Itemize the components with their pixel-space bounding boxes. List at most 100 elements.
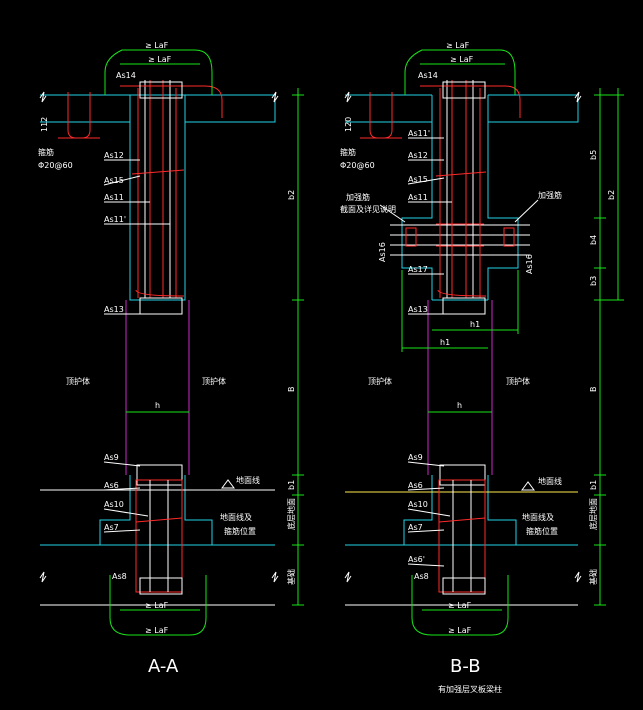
lap-outer-bottom-b: [411, 575, 509, 636]
as-label: As11': [104, 215, 126, 224]
side-note: 顶护体: [202, 376, 226, 386]
add-hook: [503, 227, 515, 247]
dim-b4: b4: [589, 235, 598, 245]
lower-stirrup-a: [136, 464, 183, 486]
as-label: As17: [408, 265, 428, 274]
bottom-cap-a: [139, 297, 183, 315]
dim-b3: b3: [589, 276, 598, 286]
slab-bottom-left-a: [40, 95, 131, 123]
lap-label: ≥ LaF: [145, 41, 169, 50]
break-mark: [271, 571, 279, 583]
break-mark: [271, 91, 279, 103]
as-label: As9: [104, 453, 119, 462]
as-label: As15: [104, 176, 124, 185]
as-label: As10: [408, 500, 428, 509]
side-note: 基础: [588, 569, 598, 585]
side-note: 顶护体: [506, 376, 530, 386]
leader-line: [407, 508, 451, 517]
dim-b2: b2: [287, 190, 296, 200]
ground-marker-a: [221, 479, 235, 489]
slab-bottom-left-b: [345, 95, 433, 123]
as-labels-a: As14 As12 As15 As11 As11' As13 As9 As6 A…: [103, 71, 170, 581]
bottom-cap-lower-a: [139, 577, 183, 595]
bottom-cap-b: [442, 297, 486, 315]
as-label: As14: [418, 71, 438, 80]
lower-stirrup-b: [439, 464, 486, 486]
tie-rebar: [131, 169, 185, 175]
add-hook: [405, 227, 417, 247]
as-label: As9: [408, 453, 423, 462]
leader-line: [103, 529, 141, 533]
dim-b1: b1: [287, 480, 296, 490]
as-label: As8: [414, 572, 429, 581]
side-note: 箍筋位置: [526, 526, 558, 536]
break-mark: [39, 571, 47, 583]
lower-right-a: [184, 475, 213, 545]
lower-left-b: [403, 475, 433, 545]
leader-line: [379, 204, 406, 223]
side-note: 顶护体: [368, 376, 392, 386]
dim-h: h: [155, 401, 160, 410]
as-label: As7: [408, 523, 423, 532]
upper-wall-a: [129, 94, 186, 301]
bottom-hook-b: [437, 289, 487, 297]
section-title-b: B-B: [450, 656, 481, 677]
as-label: As8: [112, 572, 127, 581]
stirrup-note: Φ20@60: [340, 161, 375, 170]
top-cap-a: [139, 81, 183, 99]
dim-B: B: [589, 387, 598, 393]
dim-b1: b1: [589, 480, 598, 490]
leader-line: [407, 487, 445, 491]
lap-outer-top-a: [104, 49, 213, 95]
wall-left-b: [401, 95, 433, 300]
lap-label: ≥ LaF: [450, 55, 474, 64]
side-note: 加强筋: [538, 190, 562, 200]
lap-label: ≥ LaF: [446, 41, 470, 50]
as-label: As11': [408, 129, 430, 138]
top-cap-b: [442, 81, 486, 99]
lap-outer-bottom-a: [109, 575, 207, 636]
tie-rebar: [438, 517, 486, 523]
side-note: 地面线及: [522, 512, 554, 522]
break-mark: [574, 571, 582, 583]
break-mark: [344, 571, 352, 583]
bottom-cap-lower-b: [442, 577, 486, 595]
leader-line: [103, 175, 141, 186]
break-mark: [574, 91, 582, 103]
as-label: As14: [116, 71, 136, 80]
slab-right-b: [488, 94, 579, 123]
side-note: 顶护体: [66, 376, 90, 386]
as-label: As13: [408, 305, 428, 314]
side-note: 地面线: [236, 475, 260, 485]
as-label: As11: [104, 193, 124, 202]
as-label: As7: [104, 523, 119, 532]
lap-label: ≥ LaF: [448, 626, 472, 635]
as-label: As15: [408, 175, 428, 184]
stirrup-note: 箍筋: [340, 147, 356, 157]
lower-rebar-cage-b: [438, 479, 486, 593]
stirrup-hook-b: [369, 92, 393, 139]
side-note: 基础: [286, 569, 296, 585]
lap-label: ≥ LaF: [148, 55, 172, 64]
break-mark: [39, 91, 47, 103]
stirrup-note: Φ20@60: [38, 161, 73, 170]
add-rebar: [436, 223, 484, 247]
as-label: As16: [525, 254, 534, 274]
wall-right-b: [487, 95, 519, 300]
tie-rebar: [135, 517, 183, 523]
dim-112: 112: [40, 117, 49, 132]
section-a: ≥ LaF ≥ LaF 箍筋 Φ20@60 112 ≥ LaF ≥ LaF h …: [38, 41, 304, 677]
leader-line: [407, 461, 445, 467]
lower-rebar-cage-a: [135, 479, 183, 593]
as-label: As6: [104, 481, 119, 490]
as-labels-b: As14 As11' As12 As15 As11 As16 As16 As17…: [378, 71, 534, 581]
side-note: 地面线及: [220, 512, 252, 522]
dim-120: 120: [344, 117, 353, 132]
ground-marker-b: [521, 481, 535, 491]
leader-line: [514, 199, 539, 223]
leader-line: [407, 529, 445, 533]
break-mark: [344, 91, 352, 103]
side-note: 箍筋位置: [224, 526, 256, 536]
section-b: ≥ LaF ≥ LaF 箍筋 Φ20@60 120 ≥ LaF ≥ LaF h …: [340, 41, 624, 694]
